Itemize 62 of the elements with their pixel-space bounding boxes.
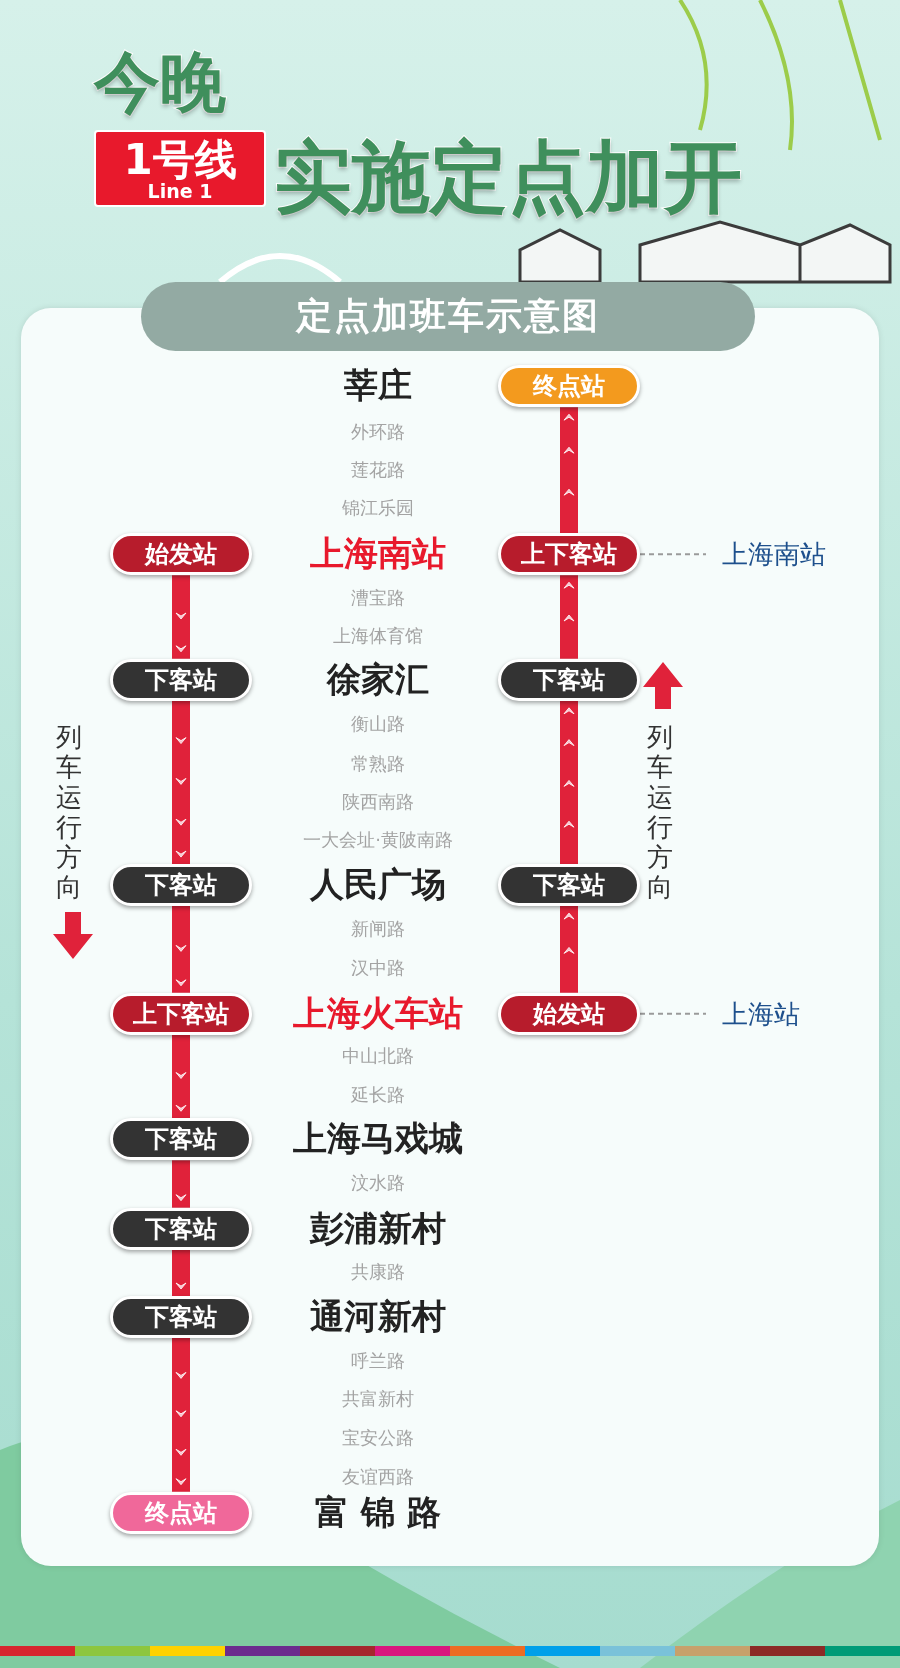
track-line [172, 1249, 190, 1296]
minor-station-name: 一大会址·黄陂南路 [303, 828, 453, 853]
track-line [172, 906, 190, 993]
station-badge: 下客站 [110, 1118, 252, 1161]
track-line [560, 407, 578, 534]
minor-station-name: 上海体育馆 [333, 624, 423, 649]
track-line [560, 700, 578, 865]
station-badge: 上下客站 [498, 533, 640, 576]
track-line [172, 575, 190, 659]
minor-station-name: 常熟路 [351, 751, 405, 776]
station-name: 彭浦新村 [310, 1206, 446, 1250]
headline: 实施定点加开 [274, 131, 742, 224]
track-line [172, 700, 190, 865]
minor-station-name: 汉中路 [351, 956, 405, 981]
station-name: 莘庄 [344, 364, 412, 408]
track-line [172, 1160, 190, 1208]
minor-station-name: 延长路 [351, 1082, 405, 1107]
station-badge: 下客站 [110, 864, 252, 907]
station-name: 徐家汇 [327, 657, 429, 701]
minor-station-name: 中山北路 [342, 1044, 414, 1069]
title-banner: 定点加班车示意图 [141, 282, 755, 351]
station-badge: 下客站 [110, 1207, 252, 1250]
station-badge: 上下客站 [110, 992, 252, 1035]
track-line [560, 575, 578, 659]
minor-station-name: 宝安公路 [342, 1426, 414, 1451]
track-line [172, 1034, 190, 1119]
line-badge [94, 130, 266, 207]
station-badge: 终点站 [498, 365, 640, 408]
station-name: 通河新村 [310, 1294, 446, 1338]
station-badge: 下客站 [110, 658, 252, 701]
minor-station-name: 共康路 [351, 1260, 405, 1285]
minor-station-name: 外环路 [351, 419, 405, 444]
minor-station-name: 陕西南路 [342, 790, 414, 815]
station-badge: 下客站 [110, 1295, 252, 1338]
station-badge: 始发站 [110, 533, 252, 576]
station-name: 人民广场 [310, 863, 446, 907]
minor-station-name: 衡山路 [351, 712, 405, 737]
track-line [560, 906, 578, 993]
station-label: 上海站 [722, 996, 800, 1031]
station-name: 上海南站 [310, 532, 446, 576]
dashed-connector [639, 553, 707, 556]
minor-station-name: 呼兰路 [351, 1348, 405, 1373]
station-badge: 下客站 [498, 864, 640, 907]
dashed-connector [639, 1012, 707, 1015]
track-line [172, 1338, 190, 1492]
station-name: 上海马戏城 [293, 1117, 463, 1161]
station-badge: 终点站 [110, 1491, 252, 1534]
station-label: 上海南站 [722, 537, 826, 572]
headline: 今晚 [94, 43, 226, 123]
minor-station-name: 莲花路 [351, 458, 405, 483]
minor-station-name: 漕宝路 [351, 585, 405, 610]
station-name: 富 锦 路 [315, 1490, 441, 1534]
minor-station-name: 锦江乐园 [342, 496, 414, 521]
minor-station-name: 新闸路 [351, 916, 405, 941]
minor-station-name: 共富新村 [342, 1386, 414, 1411]
direction-label: 列车运行方向 [56, 722, 83, 902]
minor-station-name: 友谊西路 [342, 1464, 414, 1489]
station-badge: 下客站 [498, 658, 640, 701]
station-name: 上海火车站 [293, 991, 463, 1035]
minor-station-name: 汶水路 [351, 1170, 405, 1195]
station-badge: 始发站 [498, 992, 640, 1035]
direction-label: 列车运行方向 [647, 722, 674, 902]
